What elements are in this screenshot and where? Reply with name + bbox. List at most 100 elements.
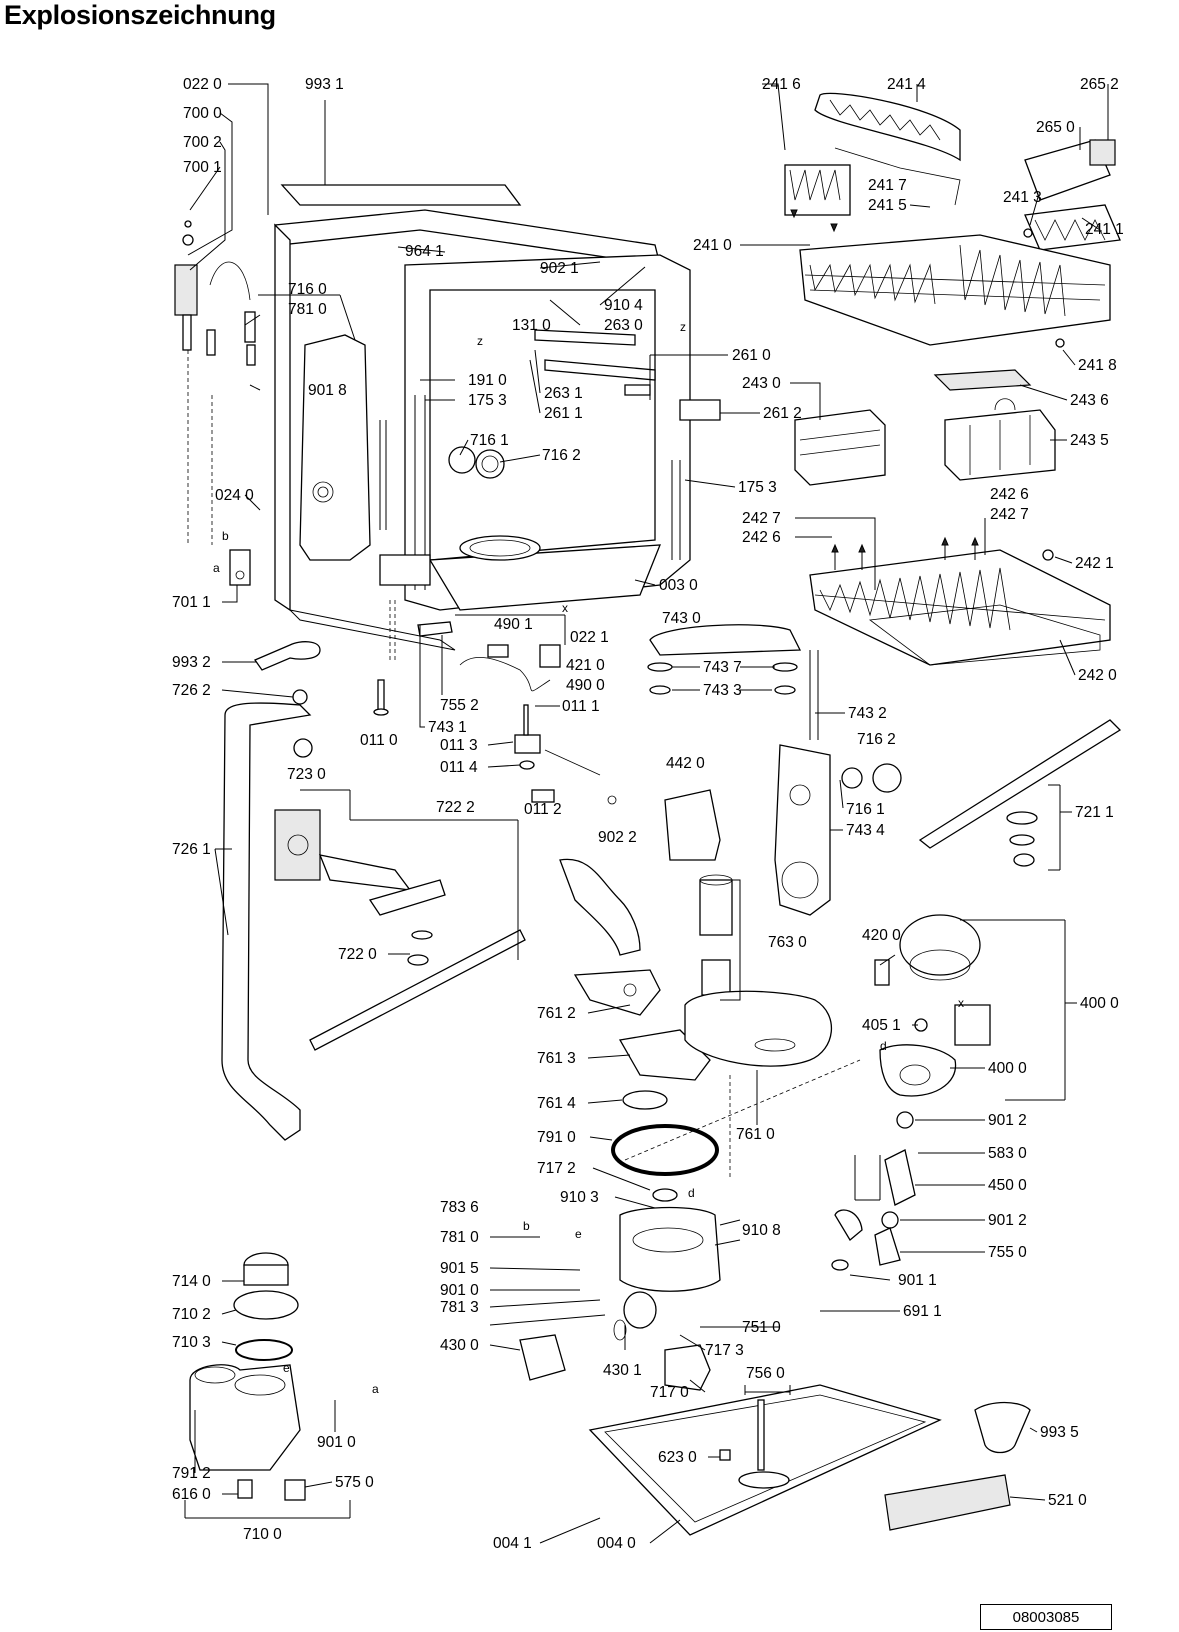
marker-letter: b (523, 1219, 530, 1233)
part-label: 701 1 (172, 594, 211, 611)
part-label: 761 0 (736, 1126, 775, 1143)
part-label: 011 2 (524, 801, 562, 818)
part-label: 716 1 (470, 432, 509, 449)
part-label: 964 1 (405, 243, 444, 260)
leader-lines (187, 83, 1109, 1544)
part-label: 901 8 (308, 382, 347, 399)
part-label: 022 1 (570, 629, 609, 646)
part-label: 761 3 (537, 1050, 576, 1067)
part-label: 004 0 (597, 1535, 636, 1552)
part-label: 442 0 (666, 755, 705, 772)
part-label: 993 1 (305, 76, 344, 93)
part-label: 616 0 (172, 1486, 211, 1503)
part-label: 241 1 (1085, 221, 1124, 238)
part-label: 175 3 (738, 479, 777, 496)
part-label: 583 0 (988, 1145, 1027, 1162)
part-label: 004 1 (493, 1535, 532, 1552)
part-label: 430 1 (603, 1362, 642, 1379)
document-number: 08003085 (980, 1604, 1112, 1630)
part-label: 242 7 (990, 506, 1029, 523)
pump-heater-assembly (519, 789, 861, 1391)
part-label: 265 2 (1080, 76, 1119, 93)
part-label: 781 0 (440, 1229, 479, 1246)
part-label: 743 0 (662, 610, 701, 627)
part-label: 024 0 (215, 487, 254, 504)
lower-basket (809, 538, 1111, 666)
part-label: 691 1 (903, 1303, 942, 1320)
part-label: 743 3 (703, 682, 742, 699)
part-label: 400 0 (1080, 995, 1119, 1012)
part-label: 241 8 (1078, 357, 1117, 374)
part-label: 131 0 (512, 317, 551, 334)
part-label: 791 0 (537, 1129, 576, 1146)
arrow-icons (790, 209, 979, 553)
part-label: 241 7 (868, 177, 907, 194)
part-label: 241 6 (762, 76, 801, 93)
part-label: 175 3 (468, 392, 507, 409)
circulation-pump (831, 914, 1066, 1271)
part-label: 716 2 (857, 731, 896, 748)
part-label: 743 2 (848, 705, 887, 722)
part-label: 003 0 (659, 577, 698, 594)
part-label: 717 2 (537, 1160, 576, 1177)
foot-screw (377, 679, 385, 711)
marker-letter: e (283, 1361, 290, 1375)
part-label: 743 4 (846, 822, 885, 839)
part-label: 490 1 (494, 616, 533, 633)
part-label: 243 6 (1070, 392, 1109, 409)
part-label: 241 3 (1003, 189, 1042, 206)
part-label: 901 0 (317, 1434, 356, 1451)
part-label: 700 0 (183, 105, 222, 122)
part-label: 716 0 (288, 281, 327, 298)
part-label: 261 0 (732, 347, 771, 364)
upper-basket (799, 234, 1111, 348)
part-label: 430 0 (440, 1337, 479, 1354)
part-label: 521 0 (1048, 1492, 1087, 1509)
cutlery-rack (784, 92, 1121, 251)
wrench (254, 641, 321, 671)
base-plate (588, 1384, 1031, 1536)
part-label: 022 0 (183, 76, 222, 93)
part-label: 901 2 (988, 1212, 1027, 1229)
part-label: 243 5 (1070, 432, 1109, 449)
part-label: 902 2 (598, 829, 637, 846)
part-label: 700 1 (183, 159, 222, 176)
part-label: 993 5 (1040, 1424, 1079, 1441)
part-label: 902 1 (540, 260, 579, 277)
marker-letter: a (213, 561, 220, 575)
part-label: 420 0 (862, 927, 901, 944)
part-label: 755 0 (988, 1244, 1027, 1261)
part-label: 717 0 (650, 1384, 689, 1401)
part-label: 993 2 (172, 654, 211, 671)
part-label: 901 0 (440, 1282, 479, 1299)
wiring-parts (417, 621, 617, 805)
part-label: 242 6 (990, 486, 1029, 503)
part-label: 763 0 (768, 934, 807, 951)
part-label: 791 2 (172, 1465, 211, 1482)
part-label: 242 7 (742, 510, 781, 527)
part-label: 263 0 (604, 317, 643, 334)
part-label: 710 0 (243, 1526, 282, 1543)
part-label: 241 5 (868, 197, 907, 214)
part-label: 716 2 (542, 447, 581, 464)
upper-spray-arm (647, 624, 902, 916)
foot-screw-base (373, 708, 389, 716)
part-label: 011 0 (360, 732, 398, 749)
part-label: 011 1 (562, 698, 600, 715)
part-label: 901 1 (898, 1272, 937, 1289)
part-label: 910 3 (560, 1189, 599, 1206)
marker-letter: d (688, 1186, 695, 1200)
part-label: 722 0 (338, 946, 377, 963)
part-label: 716 1 (846, 801, 885, 818)
marker-letter: z (477, 334, 483, 348)
part-label: 241 0 (693, 237, 732, 254)
part-label: 717 3 (705, 1342, 744, 1359)
part-label: 242 1 (1075, 555, 1114, 572)
part-label: 263 1 (544, 385, 583, 402)
part-label: 261 1 (544, 405, 583, 422)
part-label: 450 0 (988, 1177, 1027, 1194)
part-label: 242 6 (742, 529, 781, 546)
cutlery-baskets (794, 369, 1056, 486)
marker-letter: z (680, 320, 686, 334)
riser-pipe (221, 689, 526, 1141)
